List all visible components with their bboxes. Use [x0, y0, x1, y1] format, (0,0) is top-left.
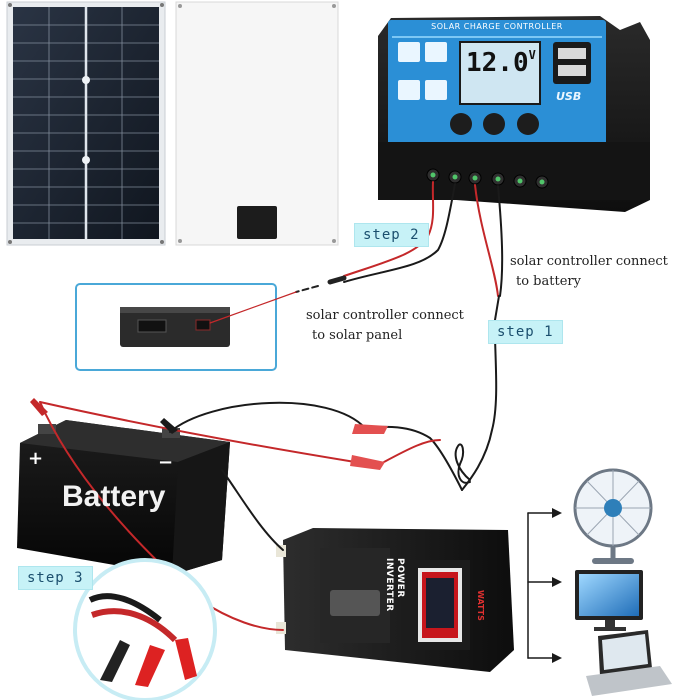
note-to-battery-line1: solar controller connect — [510, 254, 668, 269]
inverter-title-2: INVERTER — [384, 558, 394, 612]
charge-controller — [378, 16, 650, 212]
inverter-watts: WATTS — [476, 590, 485, 621]
solar-panel-front — [6, 1, 166, 246]
step-2-label: step 2 — [354, 223, 429, 247]
note-to-panel: solar controller connect to solar panel — [306, 306, 464, 346]
note-to-panel-line2: to solar panel — [312, 328, 403, 343]
battery-label: Battery — [62, 480, 166, 513]
battery-clips — [30, 398, 388, 470]
battery-minus: − — [158, 452, 174, 473]
controller-header: SOLAR CHARGE CONTROLLER — [431, 22, 563, 31]
usb-label: USB — [556, 90, 582, 103]
note-to-battery: solar controller connect to battery — [510, 252, 668, 292]
note-to-panel-line1: solar controller connect — [306, 308, 464, 323]
solar-panel-back — [175, 1, 339, 246]
note-to-battery-line2: to battery — [516, 274, 581, 289]
step-1-label: step 1 — [488, 320, 563, 344]
inverter-title-1: POWER — [395, 558, 405, 598]
lcd-unit: V — [528, 48, 536, 62]
alligator-clip-icon — [100, 638, 197, 687]
laptop-icon — [586, 630, 672, 696]
step-3-label: step 3 — [18, 566, 93, 590]
callout-box — [75, 283, 277, 371]
fan-icon — [573, 468, 653, 564]
power-inverter — [276, 528, 514, 672]
lcd-voltage: 12.0V — [466, 48, 536, 78]
battery-plus: + — [28, 448, 44, 469]
lcd-value: 12.0 — [466, 48, 529, 78]
monitor-icon — [575, 570, 643, 631]
